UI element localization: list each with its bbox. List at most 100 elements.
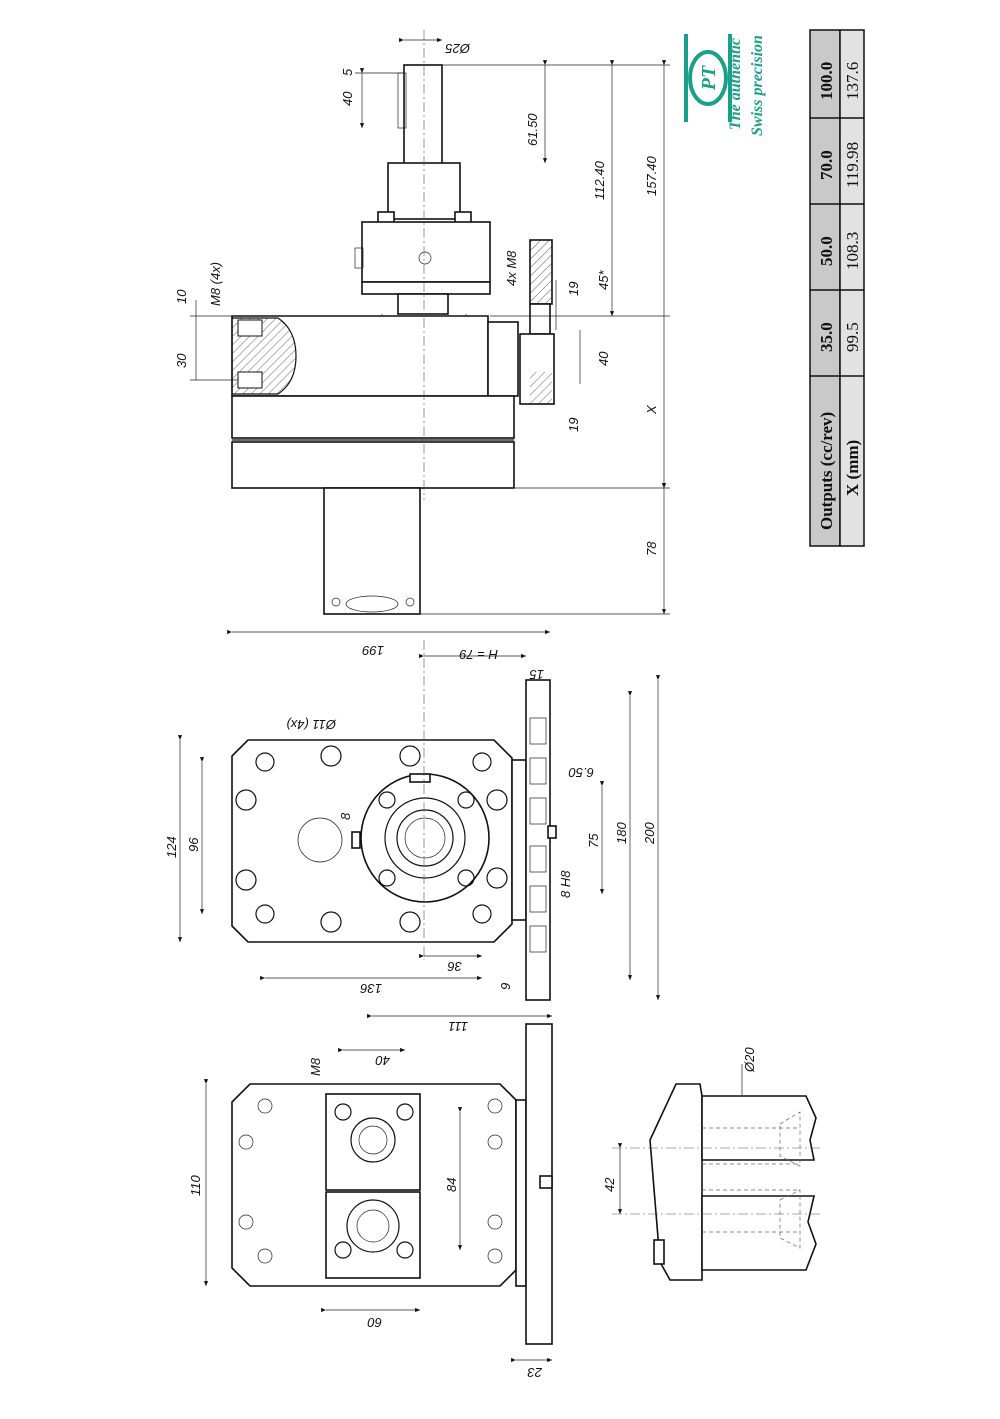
drive-shaft: [403, 64, 443, 166]
brand-logo: PT The authentic Swiss precision: [684, 34, 766, 136]
mount-plate-low-hatch: [530, 372, 552, 404]
mount-plate-top-hatch: [530, 240, 552, 304]
table-output-1: 35.0: [817, 322, 836, 352]
dim-4x-m8: 4x M8: [504, 250, 519, 286]
dim-45: 45*: [596, 270, 611, 290]
port-circle: [297, 817, 343, 863]
base-rail-notch: [539, 1175, 553, 1189]
dim-30: 30: [174, 353, 189, 368]
dim-78: 78: [644, 541, 659, 556]
housing-screw: [418, 251, 432, 265]
thread-hole-2: [237, 371, 263, 389]
top-view: Ø25 5 40 61.50 112.40 157.40 M8 (4x) 4x …: [174, 30, 670, 615]
dim-199: 199: [362, 643, 384, 658]
dim-h79: H = 79: [459, 647, 498, 662]
dim-111: 111: [448, 1019, 468, 1034]
dim-x: X: [644, 404, 659, 415]
table-output-3: 70.0: [817, 150, 836, 180]
pump-section-2: [231, 441, 515, 489]
table-row-label: X (mm): [843, 440, 862, 496]
table-output-2: 50.0: [817, 236, 836, 266]
dim-15: 15: [529, 667, 544, 682]
dim-84: 84: [444, 1178, 459, 1192]
table-header-row: [809, 29, 841, 547]
housing-lug: [354, 247, 364, 269]
detail-flange: [649, 1083, 703, 1281]
boss-key: [409, 773, 431, 783]
side-rail: [511, 759, 527, 921]
center-bore-inner: [396, 809, 454, 867]
detail-pin: [653, 1239, 665, 1265]
table-value-row: [839, 29, 865, 547]
dim-112-40: 112.40: [592, 160, 607, 200]
bottom-view: 111 M8 40 110 84 60 23: [188, 1013, 553, 1380]
mount-plate-mid: [529, 303, 551, 335]
dim-8: 8: [338, 812, 353, 820]
detail-lower-tooth: [701, 1195, 817, 1271]
center-bore-spline: [404, 817, 446, 859]
port-lower-inner: [356, 1209, 390, 1243]
dim-136: 136: [360, 981, 382, 996]
port-lower-outer: [346, 1199, 400, 1253]
side-adapter: [487, 321, 519, 397]
dim-40c: 40: [375, 1053, 390, 1068]
dim-40b: 40: [596, 351, 611, 366]
housing-flange: [361, 281, 491, 295]
dim-d25: Ø25: [445, 41, 471, 56]
dim-110: 110: [188, 1175, 203, 1196]
dim-d20: Ø20: [742, 1047, 757, 1073]
port-block-lower: [325, 1191, 421, 1279]
dim-40: 40: [340, 91, 355, 106]
outlet-hole-right: [405, 597, 415, 607]
dim-19b: 19: [566, 418, 581, 432]
logo-mark: PT: [684, 34, 732, 122]
dim-61-50: 61.50: [525, 113, 540, 146]
dim-60: 60: [367, 1315, 382, 1330]
middle-view: 199 H = 79 15 Ø11 (4x) 124 96 8 6.50 180…: [164, 629, 661, 1001]
logo-tagline-2: Swiss precision: [749, 35, 766, 136]
rail-key: [547, 825, 557, 839]
dim-36: 36: [447, 959, 462, 974]
dim-m8: M8: [308, 1057, 323, 1076]
dim-23: 23: [527, 1365, 543, 1380]
detail-view: 42 Ø20: [602, 1047, 820, 1281]
boss-pin: [351, 831, 361, 849]
base-bolts: [238, 1098, 503, 1264]
dim-124: 124: [164, 836, 179, 858]
outlet-port: [345, 595, 399, 613]
dim-5: 5: [340, 68, 355, 76]
rail-slots: [529, 717, 547, 953]
dim-8h8: 8 H8: [558, 870, 573, 898]
table-output-4: 100.0: [817, 62, 836, 100]
dim-m8-4x: M8 (4x): [208, 262, 223, 306]
dim-10: 10: [174, 289, 189, 304]
dim-d11-4x: Ø11 (4x): [286, 717, 337, 732]
table-x-3: 119.98: [843, 142, 862, 188]
dim-6-50: 6.50: [568, 765, 594, 780]
logo-tagline-1: The authentic: [727, 38, 744, 130]
port-upper-inner: [358, 1125, 388, 1155]
dim-180: 180: [614, 822, 629, 844]
thread-hole-1: [237, 319, 263, 337]
dim-42: 42: [602, 1177, 617, 1192]
pump-section-1: [231, 395, 515, 439]
coupling-neck: [397, 293, 449, 315]
table-x-4: 137.6: [843, 62, 862, 100]
flange-bolts: [235, 745, 508, 933]
dim-75: 75: [586, 833, 601, 848]
dim-157-40: 157.40: [644, 155, 659, 196]
dim-9: 9: [498, 983, 513, 990]
table-header-label: Outputs (cc/rev): [817, 412, 836, 530]
detail-hidden-profile-2: [779, 1189, 801, 1249]
base-spacer: [515, 1099, 527, 1287]
detail-hidden-profile-1: [779, 1111, 801, 1167]
dim-19a: 19: [566, 282, 581, 296]
center-bore-outer: [384, 797, 466, 879]
logo-ellipse: [688, 50, 728, 106]
output-table: Outputs (cc/rev) X (mm) 35.0 99.5 50.0 1…: [809, 29, 865, 547]
outlet-block: [323, 487, 421, 615]
table-x-1: 99.5: [843, 322, 862, 352]
logo-letters: PT: [698, 65, 720, 91]
